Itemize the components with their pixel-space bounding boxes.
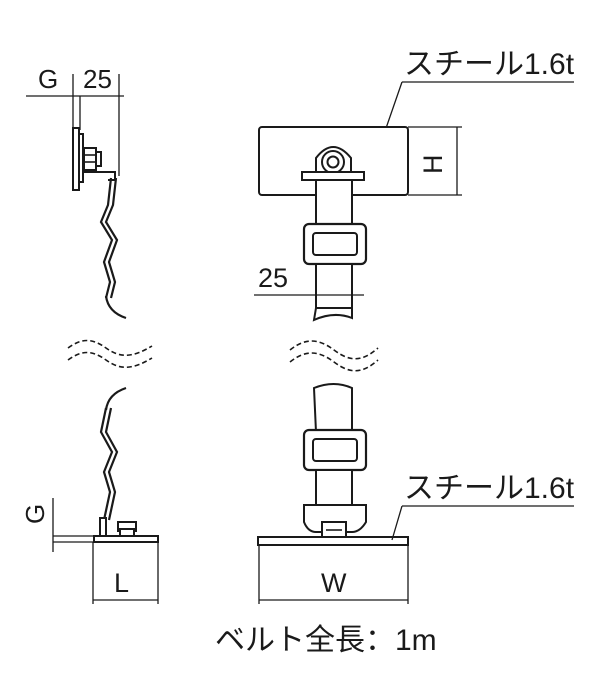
side-bottom-upright [99,517,107,537]
side-belt-upper-end [104,295,127,320]
side-view: G 25 G [20,64,159,604]
bottom-plate-material-label: スチール1.6t [404,472,575,505]
side-gap-bottom-label: G [20,504,50,524]
top-callout-leader [383,81,403,135]
height-label: H [418,155,448,175]
belt-total-length: ベルト全長：1m [215,624,437,657]
top-plate-material-label: スチール1.6t [404,48,575,81]
front-break-line-1 [289,340,379,360]
belt-lower-strap [315,469,353,509]
belt-upper-strap [315,179,353,229]
top-clip-bar [301,171,365,181]
front-break-line-2 [289,352,379,372]
belt-upper-lower-strap [315,263,353,309]
side-belt-upper [99,177,114,299]
belt-width-label: 25 [258,263,288,293]
side-top-plate-backing [78,133,84,183]
front-view: スチール1.6t H 25 [254,48,575,604]
bottom-plate [257,536,409,546]
bottom-callout-leader [391,505,403,541]
side-bottom-plate [93,535,159,543]
side-length-label: L [114,568,129,598]
side-belt-lower-start [104,386,127,411]
side-thickness-label: 25 [83,64,112,94]
width-label: W [321,568,347,598]
side-top-bolt [83,147,97,171]
side-belt-lower [99,407,114,521]
belt-tail-upper [312,307,353,322]
top-bolt [326,155,340,169]
bottom-clip [303,504,367,533]
belt-tail-lower [312,383,353,433]
side-break-line-2 [67,351,153,369]
upper-buckle-slot [312,232,358,256]
side-break-line-1 [67,339,153,357]
lower-buckle-slot [312,438,358,462]
side-gap-top-label: G [38,64,58,94]
